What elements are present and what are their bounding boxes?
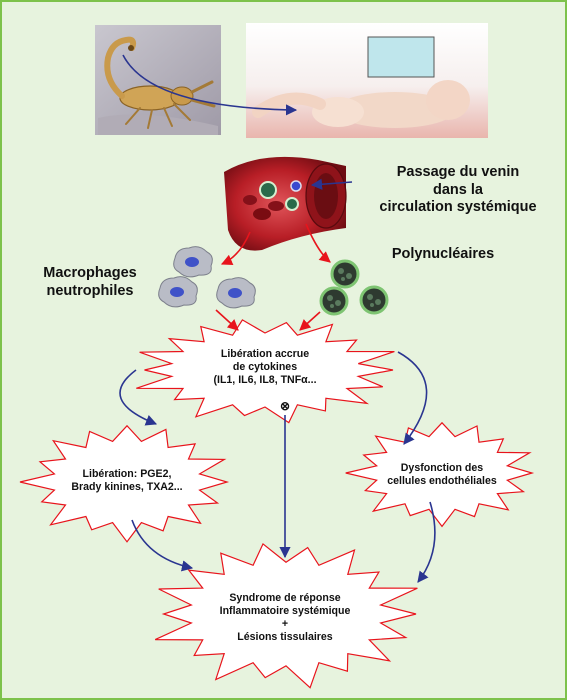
macrophage-cell-icon [173,246,213,278]
syndrome-starburst [154,542,418,689]
macrophage-cell-icon [216,277,256,309]
arrow-venom-passage [310,178,353,190]
polynuclear-label: Polynucléaires [391,246,495,262]
scorpion-image [95,25,221,135]
cytokines-label: Libération accrue de cytokines (IL1, IL6… [213,348,317,386]
polynuclear-cell-icon [359,285,389,315]
arrow-scorpion-to-baby [122,54,298,116]
inhibit-symbol: ⊗ [279,399,291,413]
mediators-starburst [19,424,230,543]
arrow-polynuclear-to-cytokines [299,311,321,331]
arrow-cytokines-to-endothelial [397,351,428,445]
arrow-vessel-to-macrophages [220,231,251,266]
arrow-mediators-to-syndrome [131,519,194,572]
cytokines-starburst [136,319,395,424]
privacy-box [367,36,435,78]
macrophage-cells [158,246,256,309]
macrophage-cell-icon [158,276,198,308]
mediators-label: Libération: PGE2, Brady kinines, TXA2... [71,468,183,493]
macrophages-label: Macrophages neutrophiles [43,265,137,299]
arrow-macrophages-to-cytokines [215,309,239,331]
venom-passage-label: Passage du venin dans la circulation sys… [379,164,537,216]
arrow-cytokines-to-mediators [119,369,158,426]
arrow-endothelial-to-syndrome [417,501,436,583]
polynuclear-cells [319,259,389,316]
polynuclear-cell-icon [319,286,349,316]
endothelial-label: Dysfonction des cellules endothéliales [387,462,497,487]
baby-image [246,23,488,138]
syndrome-label: Syndrome de réponse Inflammatoire systém… [219,592,351,643]
endothelial-starburst [345,421,535,528]
arrow-vessel-to-polynuclear [305,223,331,263]
polynuclear-cell-icon [330,259,360,289]
